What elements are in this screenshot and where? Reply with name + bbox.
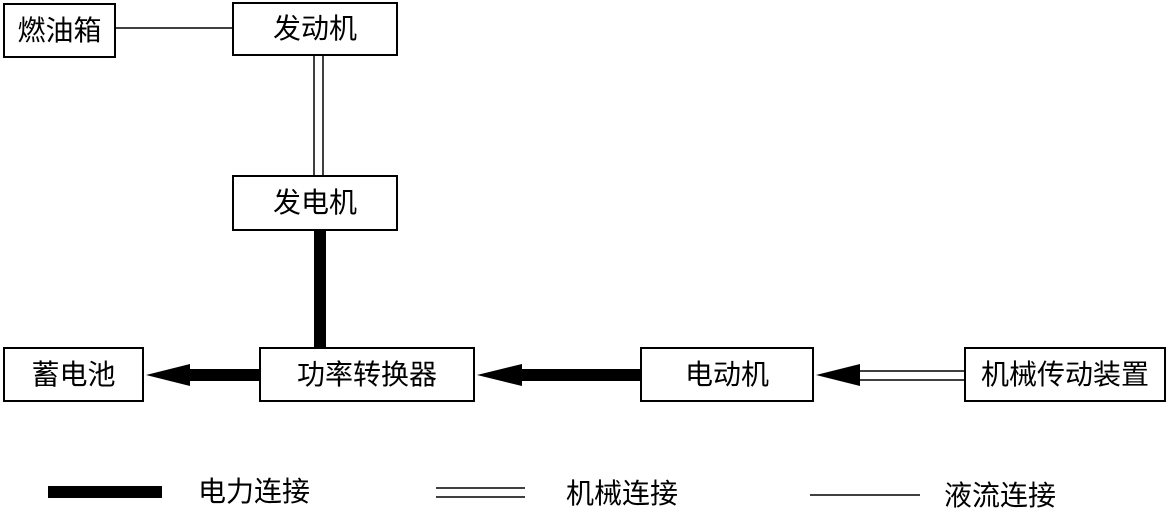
generator-box: 发电机 — [232, 175, 398, 231]
power-converter-label: 功率转换器 — [296, 357, 437, 391]
engine-box: 发动机 — [232, 2, 398, 56]
electric-motor-label: 电动机 — [684, 357, 769, 391]
legend-electrical-label: 电力连接 — [198, 475, 311, 508]
mechanical-connection-engine-generator — [313, 56, 324, 175]
electrical-connection-motor-converter — [477, 364, 640, 386]
battery-box: 蓄电池 — [3, 347, 144, 402]
generator-label: 发电机 — [272, 186, 357, 219]
engine-label: 发动机 — [272, 12, 357, 45]
legend-fluid-label: 液流连接 — [944, 479, 1057, 512]
legend-mechanical-label: 机械连接 — [566, 477, 679, 510]
mechanical-connection-transmission-motor — [816, 364, 964, 386]
power-converter-box: 功率转换器 — [259, 347, 475, 402]
legend-mechanical-line — [436, 487, 525, 498]
battery-label: 蓄电池 — [31, 357, 116, 391]
electric-motor-box: 电动机 — [640, 347, 814, 402]
fuel-tank-label: 燃油箱 — [17, 13, 102, 47]
electrical-connection-converter-battery — [146, 364, 259, 386]
mechanical-transmission-box: 机械传动装置 — [964, 347, 1166, 402]
mechanical-transmission-label: 机械传动装置 — [980, 357, 1149, 391]
fuel-tank-box: 燃油箱 — [3, 3, 116, 58]
